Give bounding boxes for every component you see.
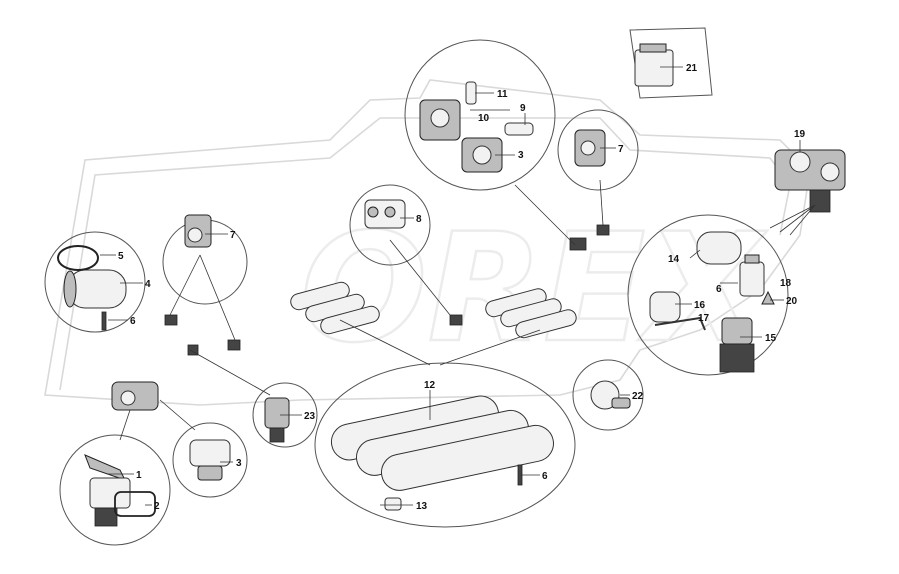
part-dryer-18: [739, 254, 765, 297]
part-air-tank-4: [63, 269, 127, 309]
callout-4: 4: [145, 279, 151, 290]
callout-2: 2: [154, 501, 160, 512]
part-sensor-11: [465, 81, 477, 105]
callout-5: 5: [118, 251, 124, 262]
part-tanks-12: [330, 395, 554, 491]
part-fitting-13: [384, 497, 402, 511]
callout-10: 10: [478, 113, 490, 124]
callout-6-right: 6: [716, 284, 722, 295]
part-valve-10: [419, 99, 461, 141]
callout-7-right: 7: [618, 144, 624, 155]
watermark-text: OREX: [300, 202, 767, 376]
part-tank-14: [696, 231, 742, 265]
callout-13: 13: [416, 501, 428, 512]
part-bolt-6a: [101, 311, 107, 331]
callout-1: 1: [136, 470, 142, 481]
callout-numbers: 1 2 3 3 4 5 6 6 6 7 7 8 9 10 11 12 13 14…: [118, 63, 806, 512]
part-clamp-5: [57, 245, 99, 271]
callout-8: 8: [416, 214, 422, 225]
part-gasket-2: [114, 491, 156, 517]
part-small-fittings: [164, 224, 610, 356]
callout-20: 20: [786, 296, 798, 307]
callout-7-left: 7: [230, 230, 236, 241]
part-valve-23: [264, 397, 290, 443]
callout-21: 21: [686, 63, 698, 74]
part-module-21: [634, 43, 674, 87]
callout-18: 18: [780, 278, 792, 289]
callout-11: 11: [497, 89, 508, 100]
part-valve-7a: [184, 214, 212, 248]
callout-15: 15: [765, 333, 777, 344]
callout-3-top: 3: [518, 150, 524, 161]
part-cap-20: [761, 290, 775, 305]
callout-23: 23: [304, 411, 316, 422]
part-connector-9: [504, 122, 534, 136]
part-valve-3b: [189, 439, 231, 481]
callout-19: 19: [794, 129, 806, 140]
part-sensor-22: [590, 380, 631, 410]
callout-6-bottom: 6: [542, 471, 548, 482]
callout-16: 16: [694, 300, 706, 311]
part-valve-8: [364, 199, 406, 229]
callout-14: 14: [668, 254, 680, 265]
callout-12: 12: [424, 380, 436, 391]
callout-9: 9: [520, 103, 526, 114]
part-valve-left-bottom: [111, 381, 159, 411]
part-bracket-17: [654, 316, 706, 331]
callout-22: 22: [632, 391, 644, 402]
part-compressor-15: [719, 317, 755, 373]
part-compressor-19: [774, 149, 846, 213]
callout-3-bottom: 3: [236, 458, 242, 469]
part-filter-16: [649, 291, 681, 323]
part-tanks-center: [290, 281, 577, 339]
callout-6-left: 6: [130, 316, 136, 327]
callout-circles: [44, 27, 789, 546]
callout-17: 17: [698, 313, 710, 324]
part-valve-3a: [461, 137, 503, 173]
leader-lines: [100, 66, 816, 506]
